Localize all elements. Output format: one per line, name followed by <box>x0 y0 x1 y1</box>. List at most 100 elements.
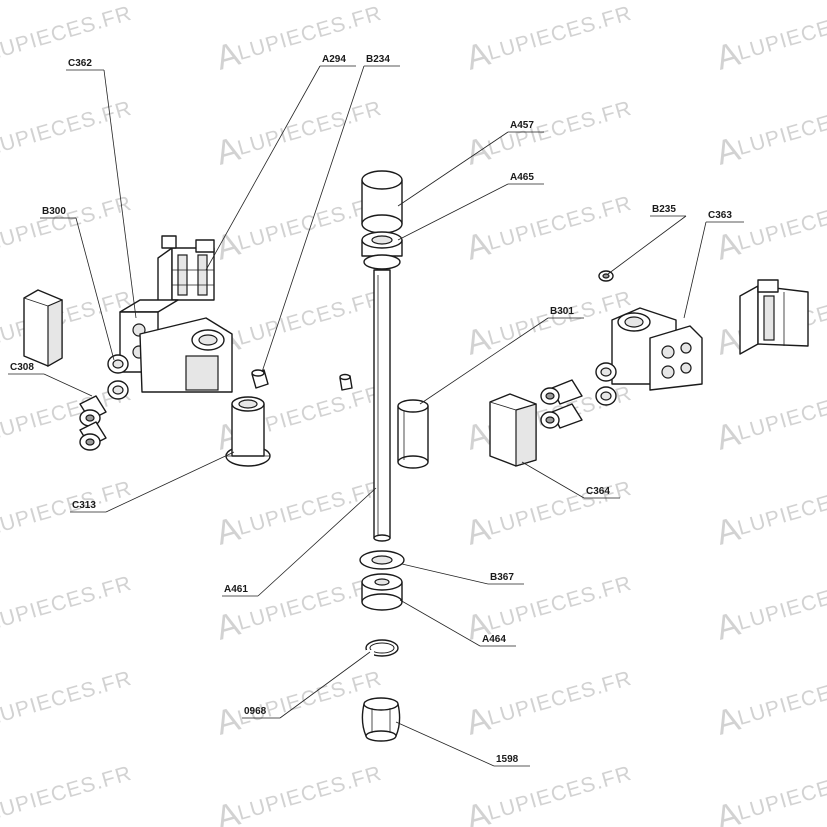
label-b235: B235 <box>652 204 676 215</box>
callout-b234: B234 <box>261 54 400 373</box>
svg-text:LUPIECES.FR: LUPIECES.FR <box>485 97 634 160</box>
svg-text:LUPIECES.FR: LUPIECES.FR <box>235 97 384 160</box>
callout-a294: A294 <box>205 54 356 271</box>
part-plate-left-drawing <box>23 289 63 368</box>
svg-text:LUPIECES.FR: LUPIECES.FR <box>0 2 134 65</box>
part-c362-drawing <box>119 299 233 393</box>
svg-text:LUPIECES.FR: LUPIECES.FR <box>485 762 634 825</box>
part-a294-drawing <box>157 235 215 311</box>
label-b234: B234 <box>366 54 390 65</box>
label-a294: A294 <box>322 54 346 65</box>
label-c313: C313 <box>72 500 96 511</box>
svg-text:LUPIECES.FR: LUPIECES.FR <box>485 192 634 255</box>
svg-text:LUPIECES.FR: LUPIECES.FR <box>735 382 827 445</box>
part-c313-drawing <box>225 396 271 467</box>
svg-text:LUPIECES.FR: LUPIECES.FR <box>735 2 827 65</box>
label-c364: C364 <box>586 486 610 497</box>
label-a457: A457 <box>510 120 534 131</box>
callout-b367: B367 <box>401 563 524 585</box>
svg-text:LUPIECES.FR: LUPIECES.FR <box>0 287 134 350</box>
part-b234-drawing <box>251 369 269 389</box>
svg-text:LUPIECES.FR: LUPIECES.FR <box>235 287 384 350</box>
callout-c364: C364 <box>521 461 620 499</box>
callout-1598: 1598 <box>395 721 530 767</box>
label-a464: A464 <box>482 634 506 645</box>
part-1598-drawing <box>361 697 401 742</box>
part-axis-assembly-drawing <box>359 170 405 611</box>
part-screws-right-drawing <box>540 379 583 429</box>
callout-0968: 0968 <box>242 651 371 719</box>
callout-c363: C363 <box>683 210 744 319</box>
svg-text:LUPIECES.FR: LUPIECES.FR <box>485 477 634 540</box>
label-1598: 1598 <box>496 754 519 765</box>
callout-b300: B300 <box>40 206 115 361</box>
svg-text:LUPIECES.FR: LUPIECES.FR <box>735 762 827 825</box>
label-0968: 0968 <box>244 706 267 717</box>
part-b301-drawing <box>397 399 429 469</box>
part-b300-drawing <box>107 354 129 400</box>
part-profile-right-drawing <box>739 279 809 355</box>
label-b300: B300 <box>42 206 66 217</box>
callout-b235: B235 <box>607 204 687 275</box>
part-c364-drawing <box>489 393 537 467</box>
label-c363: C363 <box>708 210 732 221</box>
svg-text:LUPIECES.FR: LUPIECES.FR <box>235 477 384 540</box>
svg-text:LUPIECES.FR: LUPIECES.FR <box>485 667 634 730</box>
label-c362: C362 <box>68 58 92 69</box>
label-a461: A461 <box>224 584 248 595</box>
svg-text:LUPIECES.FR: LUPIECES.FR <box>0 667 134 730</box>
part-c308-drawing <box>79 395 107 451</box>
svg-text:LUPIECES.FR: LUPIECES.FR <box>485 2 634 65</box>
part-washers-right-drawing <box>595 362 617 406</box>
svg-text:LUPIECES.FR: LUPIECES.FR <box>235 2 384 65</box>
callout-a457: A457 <box>397 120 544 207</box>
svg-text:LUPIECES.FR: LUPIECES.FR <box>735 667 827 730</box>
label-c308: C308 <box>10 362 34 373</box>
part-c363-drawing <box>611 307 703 391</box>
svg-text:LUPIECES.FR: LUPIECES.FR <box>735 572 827 635</box>
label-b301: B301 <box>550 306 574 317</box>
callout-a465: A465 <box>397 172 544 241</box>
svg-text:LUPIECES.FR: LUPIECES.FR <box>0 192 134 255</box>
callout-b301: B301 <box>419 306 584 405</box>
part-b235-drawing <box>598 270 614 282</box>
svg-text:LUPIECES.FR: LUPIECES.FR <box>0 762 134 825</box>
svg-text:LUPIECES.FR: LUPIECES.FR <box>735 477 827 540</box>
label-a465: A465 <box>510 172 534 183</box>
part-small-cap-drawing <box>339 373 353 391</box>
callout-c308: C308 <box>8 362 93 397</box>
callout-a464: A464 <box>399 599 516 647</box>
label-b367: B367 <box>490 572 514 583</box>
callout-c313: C313 <box>70 451 235 513</box>
svg-text:LUPIECES.FR: LUPIECES.FR <box>0 572 134 635</box>
part-0968-drawing <box>365 639 399 657</box>
callout-c362: C362 <box>66 58 137 319</box>
